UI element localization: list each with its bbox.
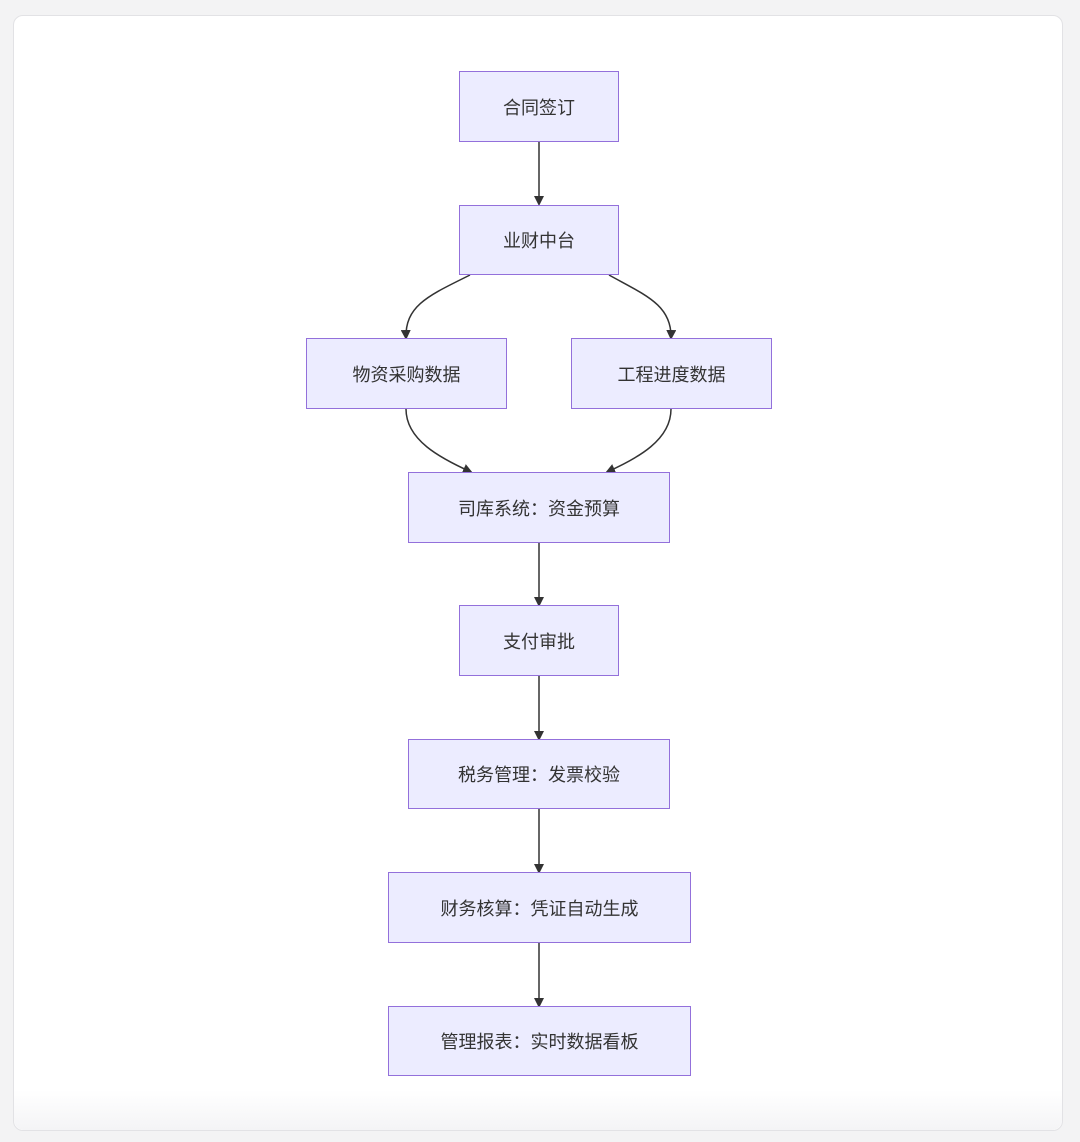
node-contract-signing: 合同签订 <box>459 71 619 142</box>
edge-n2-n4 <box>608 274 677 340</box>
edge-n2-n3 <box>400 274 471 340</box>
node-management-report-dashboard: 管理报表：实时数据看板 <box>388 1006 691 1076</box>
edge-n3-n5 <box>405 408 473 474</box>
node-material-procurement-data: 物资采购数据 <box>306 338 507 409</box>
node-project-progress-data: 工程进度数据 <box>571 338 772 409</box>
node-treasury-budget: 司库系统：资金预算 <box>408 472 670 543</box>
node-accounting-voucher-generation: 财务核算：凭证自动生成 <box>388 872 691 943</box>
card-footer <box>14 1090 1062 1130</box>
node-tax-invoice-verification: 税务管理：发票校验 <box>408 739 670 809</box>
node-business-finance-platform: 业财中台 <box>459 205 619 275</box>
node-payment-approval: 支付审批 <box>459 605 619 676</box>
edge-n4-n5 <box>605 408 672 474</box>
